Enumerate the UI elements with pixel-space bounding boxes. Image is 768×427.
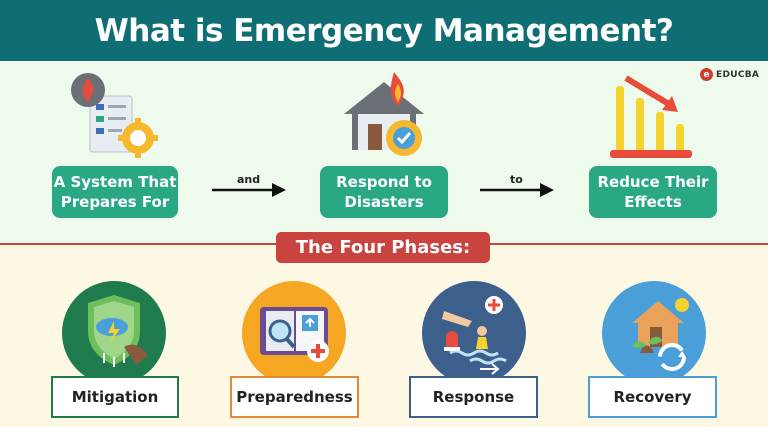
rebuild-icon bbox=[632, 298, 689, 371]
shield-icon bbox=[88, 295, 148, 367]
phase-response: Response bbox=[409, 376, 538, 418]
step-prepare: A System That Prepares For bbox=[52, 166, 178, 218]
arrow-right-icon bbox=[212, 183, 286, 197]
arrow-right-icon bbox=[480, 183, 554, 197]
declining-chart-icon bbox=[610, 75, 692, 158]
book-magnifier-icon bbox=[260, 307, 329, 362]
house-fire-icon bbox=[344, 72, 424, 156]
page-title: What is Emergency Management? bbox=[94, 12, 674, 49]
phase-mitigation: Mitigation bbox=[51, 376, 179, 418]
connector-and: and bbox=[237, 173, 261, 186]
recovery-circle bbox=[602, 281, 706, 385]
mitigation-circle bbox=[62, 281, 166, 385]
step-reduce: Reduce Their Effects bbox=[589, 166, 717, 218]
rescue-icon bbox=[442, 296, 507, 375]
header-bar: What is Emergency Management? bbox=[0, 0, 768, 61]
response-circle bbox=[422, 281, 526, 385]
document-gear-icon bbox=[71, 73, 158, 158]
step-respond: Respond to Disasters bbox=[320, 166, 448, 218]
connector-to: to bbox=[510, 173, 523, 186]
brand-name: EDUCBA bbox=[716, 69, 760, 80]
preparedness-circle bbox=[242, 281, 346, 385]
educba-logo-icon: e bbox=[700, 68, 713, 81]
phase-preparedness: Preparedness bbox=[230, 376, 359, 418]
phase-recovery: Recovery bbox=[588, 376, 717, 418]
phases-title: The Four Phases: bbox=[276, 232, 490, 263]
brand-logo: e EDUCBA bbox=[700, 68, 759, 81]
